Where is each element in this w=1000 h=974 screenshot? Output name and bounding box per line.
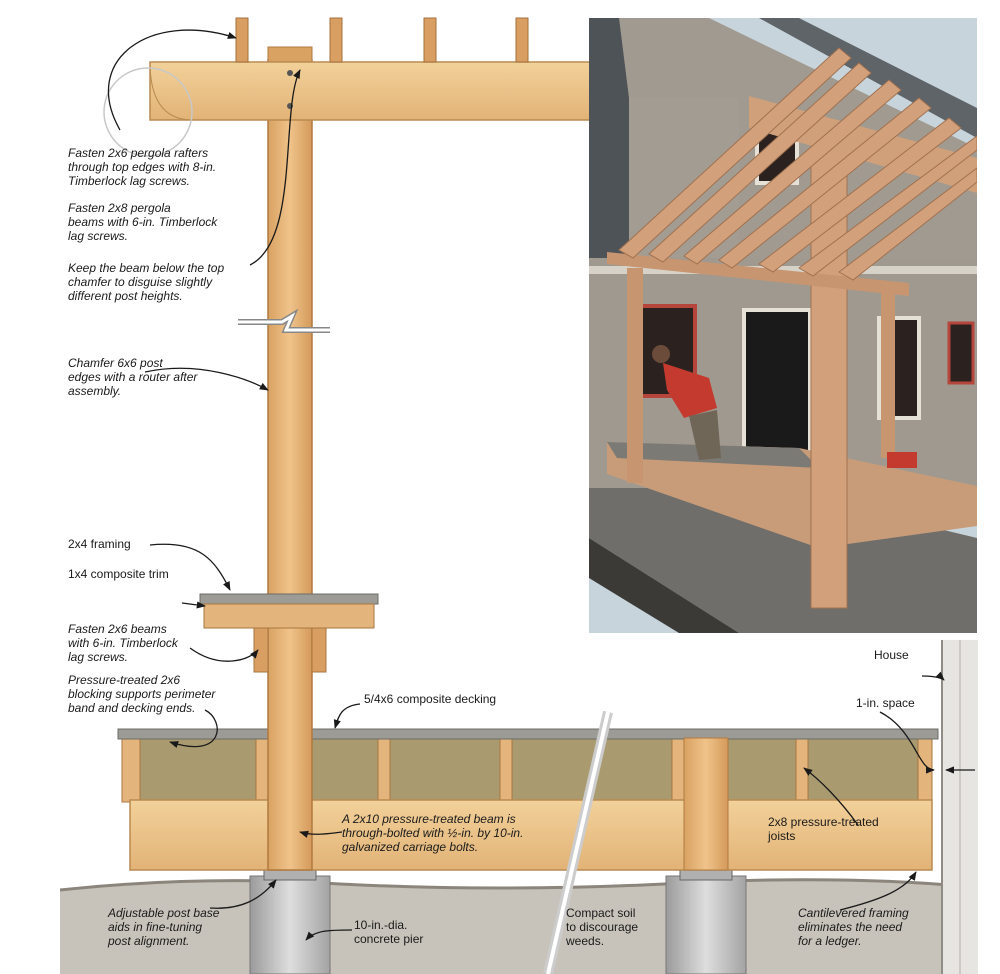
concrete-pier-right xyxy=(665,875,747,974)
leader-arrows xyxy=(107,29,975,941)
callout-joists: 2x8 pressure-treated joists xyxy=(768,815,879,843)
post-cap xyxy=(267,46,313,64)
callout-cantilever: Cantilevered framing eliminates the need… xyxy=(798,906,909,948)
callout-compact-soil: Compact soil to discourage weeds. xyxy=(566,906,639,948)
bench-beam-right xyxy=(311,627,327,673)
callout-pergola-beams: Fasten 2x8 pergola beams with 6-in. Timb… xyxy=(68,201,218,243)
callout-rafters: Fasten 2x6 pergola rafters through top e… xyxy=(68,146,217,188)
callout-composite-trim: 1x4 composite trim xyxy=(68,567,169,581)
pergola-beam xyxy=(149,61,591,121)
house-wall xyxy=(941,640,978,974)
callout-2x6-beams: Fasten 2x6 beams with 6-in. Timberlock l… xyxy=(68,622,178,664)
composite-decking xyxy=(117,728,939,740)
bench-beam-left xyxy=(253,627,269,673)
bench-framing xyxy=(203,603,375,629)
concrete-pier-left xyxy=(249,875,331,974)
pergola-rafters xyxy=(235,17,529,63)
callout-1in-space: 1-in. space xyxy=(856,696,915,710)
main-post xyxy=(267,59,313,871)
callout-2x4-framing: 2x4 framing xyxy=(68,537,131,551)
bench-top-trim xyxy=(199,593,379,605)
joist-bay xyxy=(130,738,932,800)
callout-decking: 5/4x6 composite decking xyxy=(364,692,497,706)
callout-2x10-beam: A 2x10 pressure-treated beam is through-… xyxy=(342,812,524,854)
callout-concrete-pier: 10-in.-dia. concrete pier xyxy=(354,918,424,946)
pressure-treated-beam xyxy=(129,799,933,871)
callout-blocking: Pressure-treated 2x6 blocking supports p… xyxy=(68,673,216,715)
post-right-stub xyxy=(683,737,729,871)
callout-post-base: Adjustable post base aids in fine-tuning… xyxy=(108,906,220,948)
callout-house: House xyxy=(874,648,909,662)
callout-beam-below-chamfer: Keep the beam below the top chamfer to d… xyxy=(68,261,225,303)
rafter-end-outline xyxy=(103,67,193,157)
callout-chamfer-post: Chamfer 6x6 post edges with a router aft… xyxy=(68,356,198,398)
deck-pergola-photo xyxy=(589,18,977,633)
